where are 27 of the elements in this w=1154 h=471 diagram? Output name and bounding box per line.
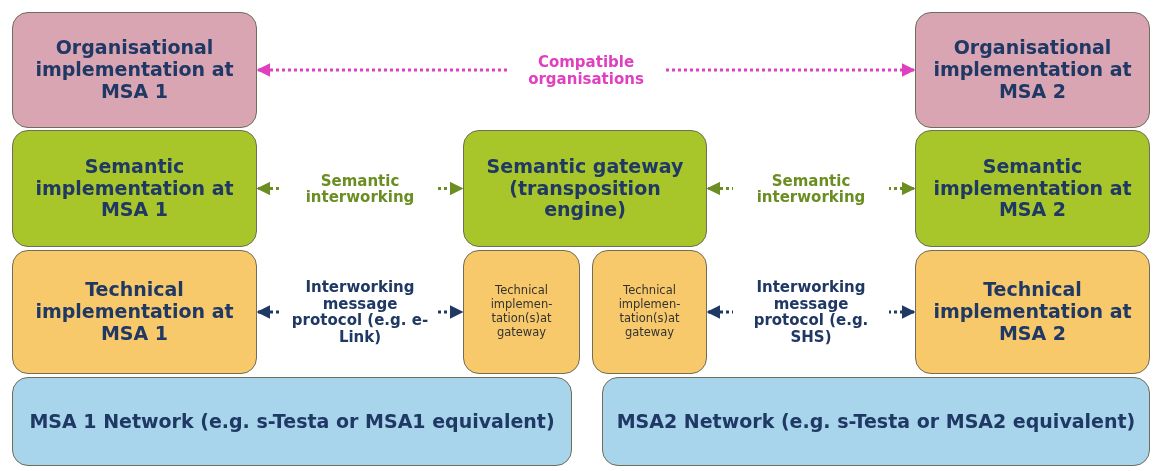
organisation-box xyxy=(12,12,257,128)
edge-label: Semantic interworking xyxy=(733,172,889,205)
node-label: Semantic gateway (transposition engine) xyxy=(485,155,685,222)
node-label: Technical implementation at MSA 2 xyxy=(932,279,1133,345)
gateway-technical-box xyxy=(592,250,707,374)
node-label: Technical implemen- tation(s)at gateway xyxy=(617,284,682,340)
node-label: Organisational implementation at MSA 2 xyxy=(932,37,1133,103)
edge-label: Compatible organisations xyxy=(508,53,664,87)
technical-box xyxy=(915,250,1150,374)
edge-label: Interworking message protocol (e.g. e-Link) xyxy=(282,279,438,345)
technical-box xyxy=(12,250,257,374)
semantic-box xyxy=(463,130,707,247)
node-label: Technical implemen- tation(s)at gateway xyxy=(489,284,554,340)
semantic-box xyxy=(12,130,257,247)
edge-label: Semantic interworking xyxy=(282,172,438,205)
network-box xyxy=(602,377,1150,466)
semantic-box xyxy=(915,130,1150,247)
node-label: MSA2 Network (e.g. s-Testa or MSA2 equivalent) xyxy=(615,410,1137,433)
node-label: Technical implementation at MSA 1 xyxy=(34,279,235,345)
network-box xyxy=(12,377,572,466)
node-label: Semantic implementation at MSA 2 xyxy=(932,155,1133,222)
edge-label: Interworking message protocol (e.g. SHS) xyxy=(733,279,889,345)
gateway-technical-box xyxy=(463,250,580,374)
node-label: Organisational implementation at MSA 1 xyxy=(34,37,235,103)
organisation-box xyxy=(915,12,1150,128)
node-label: Semantic implementation at MSA 1 xyxy=(34,155,235,222)
node-label: MSA 1 Network (e.g. s-Testa or MSA1 equivalent) xyxy=(28,410,556,433)
